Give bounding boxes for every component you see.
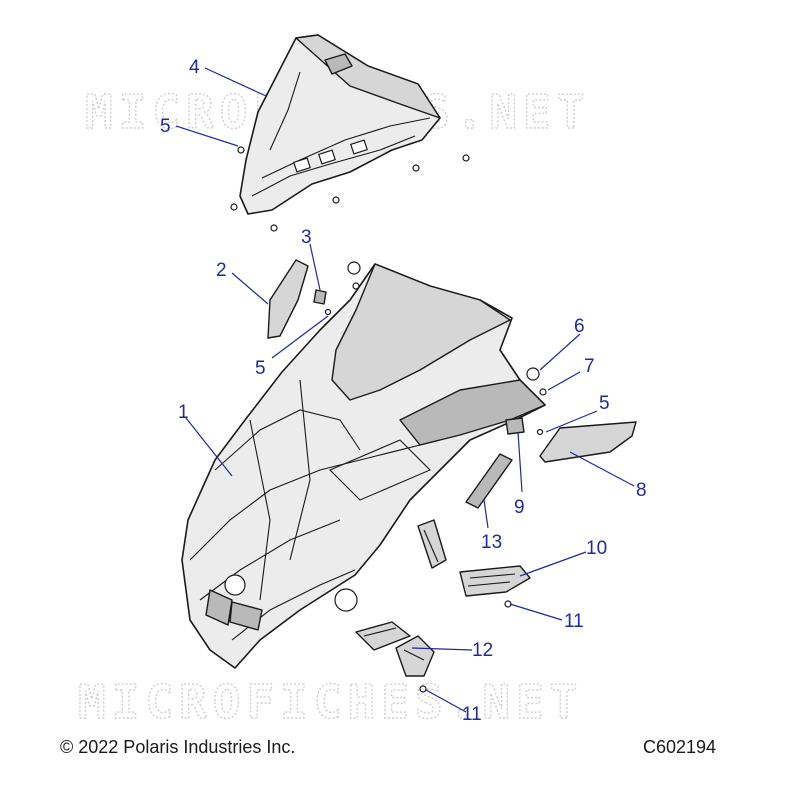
screws-windshield bbox=[230, 146, 470, 232]
callout-11-bottom: 11 bbox=[462, 704, 482, 725]
callout-5-top: 5 bbox=[160, 116, 171, 137]
clip-part bbox=[313, 289, 327, 305]
side-panel-left bbox=[267, 259, 309, 339]
drawing-number: C602194 bbox=[643, 737, 717, 757]
side-panel-right bbox=[539, 421, 637, 463]
callout-9: 9 bbox=[514, 497, 525, 518]
callout-13: 13 bbox=[481, 532, 502, 553]
nut-bottom bbox=[419, 685, 427, 693]
vent-grille-bottom bbox=[355, 621, 435, 677]
callout-2: 2 bbox=[216, 260, 227, 281]
vent-grille-upper bbox=[417, 519, 447, 569]
leader-lines bbox=[175, 67, 635, 713]
bracket-part bbox=[505, 417, 525, 435]
bolt-top bbox=[347, 261, 361, 275]
callout-10: 10 bbox=[586, 538, 607, 559]
screw-center bbox=[324, 308, 332, 316]
callout-7: 7 bbox=[584, 356, 595, 377]
callout-6: 6 bbox=[574, 316, 585, 337]
callout-1: 1 bbox=[178, 402, 189, 423]
vent-grille-right bbox=[459, 565, 531, 597]
callout-4: 4 bbox=[189, 57, 200, 78]
callout-numbers: 4 5 2 3 5 1 6 7 5 8 9 13 10 11 12 11 bbox=[160, 57, 647, 725]
trim-strip bbox=[465, 453, 513, 509]
screw-right bbox=[536, 428, 544, 436]
watermark-bottom: MICROFICHES.NET bbox=[78, 675, 583, 729]
bolt-right bbox=[526, 367, 540, 381]
windshield-part bbox=[239, 34, 441, 215]
callout-5-right: 5 bbox=[599, 393, 610, 414]
copyright-text: © 2022 Polaris Industries Inc. bbox=[60, 737, 296, 757]
hood-part bbox=[181, 263, 546, 669]
callout-11-right: 11 bbox=[564, 611, 584, 632]
callout-8: 8 bbox=[636, 480, 647, 501]
washer-right bbox=[539, 388, 547, 396]
callout-12: 12 bbox=[472, 640, 493, 661]
callout-5-center: 5 bbox=[255, 358, 266, 379]
callout-3: 3 bbox=[301, 227, 312, 248]
